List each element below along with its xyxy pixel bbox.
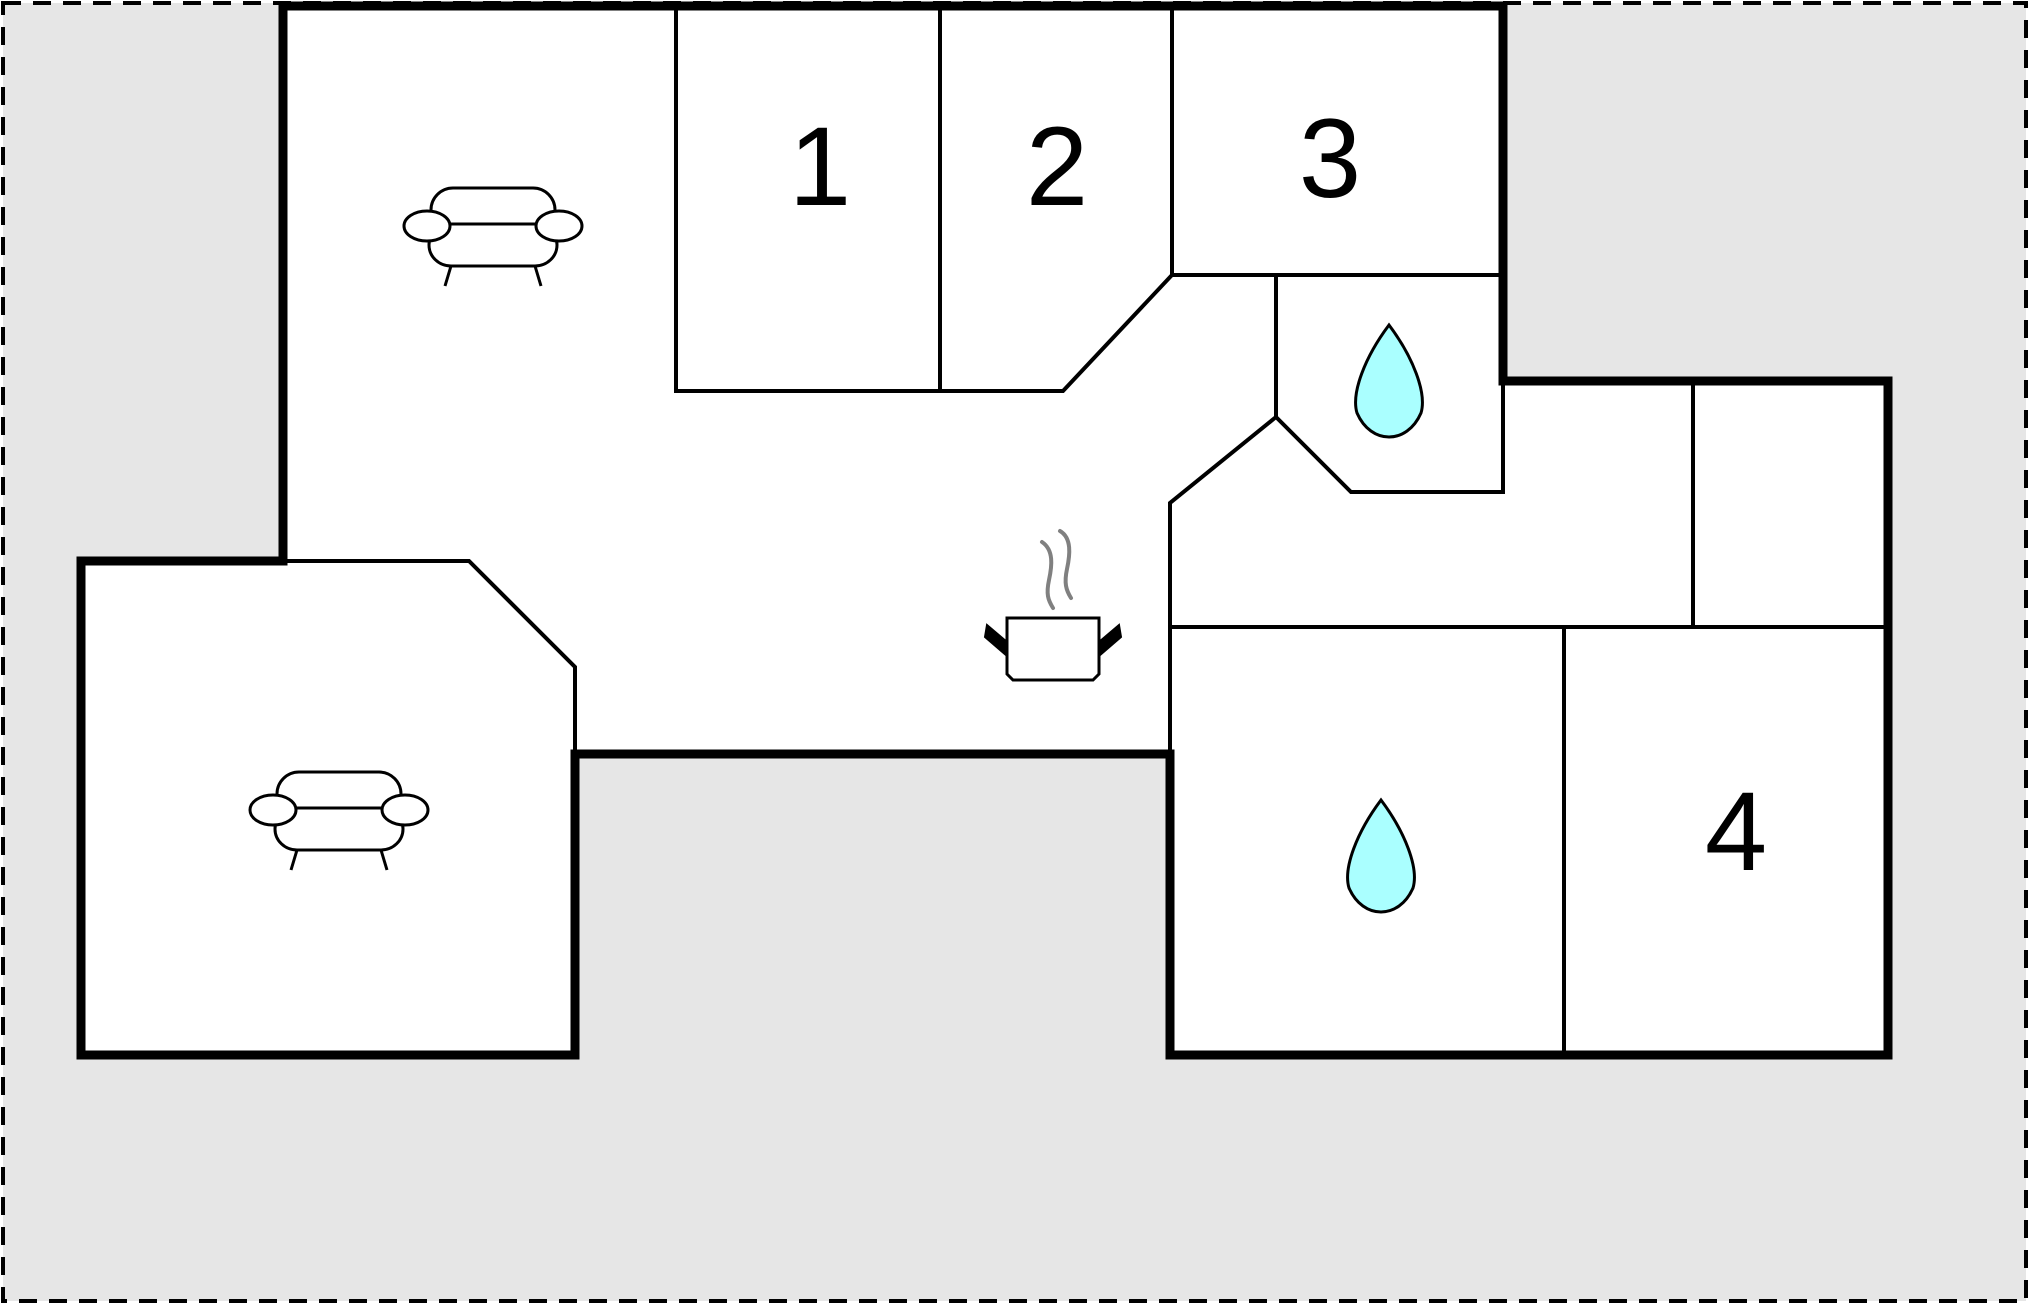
exterior-walls [76,1,1893,1060]
interior-floor [81,6,1888,1055]
interior-walls [283,6,1886,1053]
room-label-2: 2 [1026,104,1088,229]
room-label-1: 1 [789,104,851,229]
room-label-3: 3 [1299,96,1361,221]
cooking-pot-icon [983,529,1123,682]
room-label-4: 4 [1705,769,1767,894]
